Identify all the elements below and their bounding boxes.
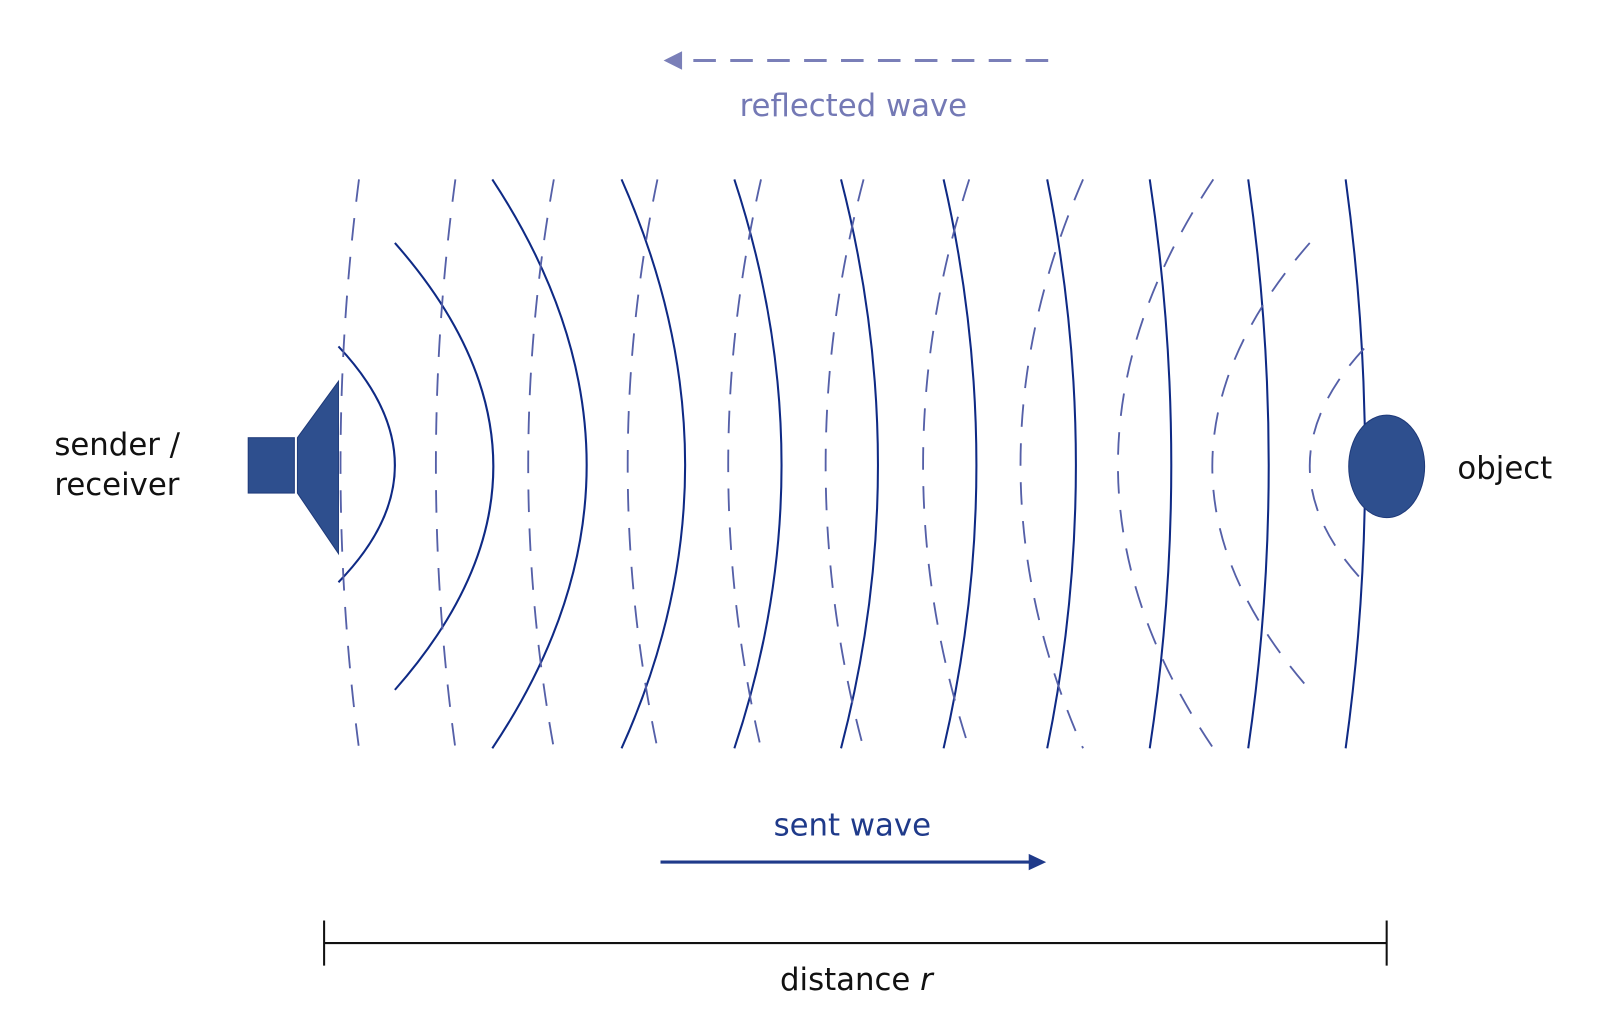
sent-wave-front [491, 178, 588, 749]
reflected-wave-label: reflected wave [740, 88, 968, 124]
distance-variable: r [920, 962, 935, 998]
sent-wave-front [1046, 179, 1077, 749]
sent-wave-front [1148, 179, 1173, 749]
sent-wave-front [620, 178, 687, 749]
reflected-wave-front [434, 179, 457, 749]
sent-wave-front [337, 345, 396, 583]
sent-wave-front [840, 179, 879, 749]
reflected-arrowhead-icon [663, 51, 683, 70]
sender-label: sender / [54, 427, 180, 463]
reflected-wave-fronts [339, 178, 1365, 749]
reflected-wave-front [824, 179, 865, 749]
sent-wave-front [1247, 179, 1270, 749]
object-label: object [1457, 451, 1552, 487]
reflected-wave-front [1117, 178, 1215, 749]
sent-wave-front [733, 179, 783, 749]
reflected-wave-front [1211, 242, 1311, 691]
object-ellipse [1348, 414, 1426, 519]
reflected-wave-front [626, 179, 659, 749]
speaker-icon [247, 379, 339, 556]
reflected-wave-front [1019, 179, 1084, 749]
receiver-label: receiver [54, 467, 179, 503]
sent-wave-fronts [337, 178, 1367, 749]
reflected-wave-front [527, 179, 555, 749]
distance-label: distance r [780, 962, 935, 998]
reflected-wave-front [339, 179, 360, 749]
sent-wave-label: sent wave [774, 807, 931, 843]
sent-arrowhead-icon [1028, 853, 1047, 871]
sent-wave-front [942, 179, 978, 749]
sent-wave-front [394, 242, 495, 691]
reflected-wave-front [1308, 347, 1365, 583]
reflected-wave-front [922, 179, 971, 749]
distance-bar [323, 920, 1388, 966]
reflected-wave-front [727, 179, 762, 749]
